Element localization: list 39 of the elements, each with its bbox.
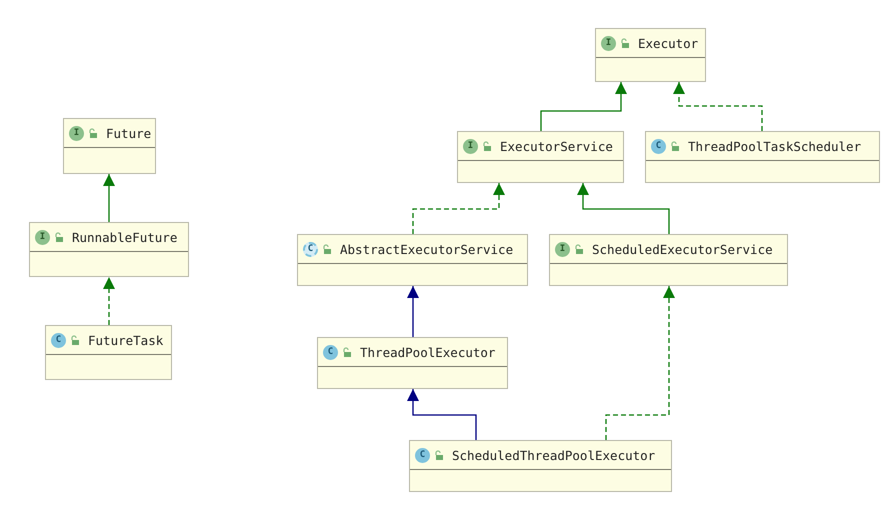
class-name: RunnableFuture — [72, 230, 178, 244]
class-name: ScheduledThreadPoolExecutor — [452, 448, 656, 462]
inheritance-arrow — [605, 286, 675, 440]
class-box — [297, 234, 528, 286]
class-box — [549, 234, 788, 286]
class-icon: C — [323, 344, 338, 360]
class-name: AbstractExecutorService — [340, 242, 514, 256]
inheritance-arrow — [540, 82, 627, 131]
class-box — [595, 28, 706, 82]
class-name: ThreadPoolTaskScheduler — [688, 138, 862, 154]
class-name: ThreadPoolExecutor — [360, 344, 496, 360]
inheritance-arrow — [577, 183, 670, 234]
class-icon: C — [415, 448, 430, 462]
inheritance-arrow — [407, 286, 419, 337]
interface-icon: I — [463, 138, 478, 154]
class-name: FutureTask — [88, 332, 164, 348]
class-icon: C — [51, 332, 66, 348]
class-box — [63, 118, 156, 174]
class-box — [409, 440, 672, 492]
interface-icon: I — [601, 36, 616, 50]
class-name: ExecutorService — [500, 138, 613, 154]
class-icon: C — [651, 138, 666, 154]
interface-icon: I — [555, 242, 570, 256]
abstract-icon: C — [303, 242, 318, 256]
interface-icon: I — [69, 126, 84, 140]
class-name: Future — [106, 126, 152, 140]
class-box — [645, 131, 880, 183]
inheritance-arrow — [412, 183, 505, 234]
inheritance-arrow — [673, 82, 763, 131]
class-box — [45, 325, 172, 380]
inheritance-arrow — [407, 389, 477, 440]
inheritance-arrow — [103, 174, 115, 222]
class-box — [457, 131, 624, 183]
class-name: ScheduledExecutorService — [592, 242, 773, 256]
inheritance-arrow — [103, 277, 115, 325]
interface-icon: I — [35, 230, 50, 244]
class-box — [317, 337, 508, 389]
class-name: Executor — [638, 36, 698, 50]
class-box — [29, 222, 189, 277]
